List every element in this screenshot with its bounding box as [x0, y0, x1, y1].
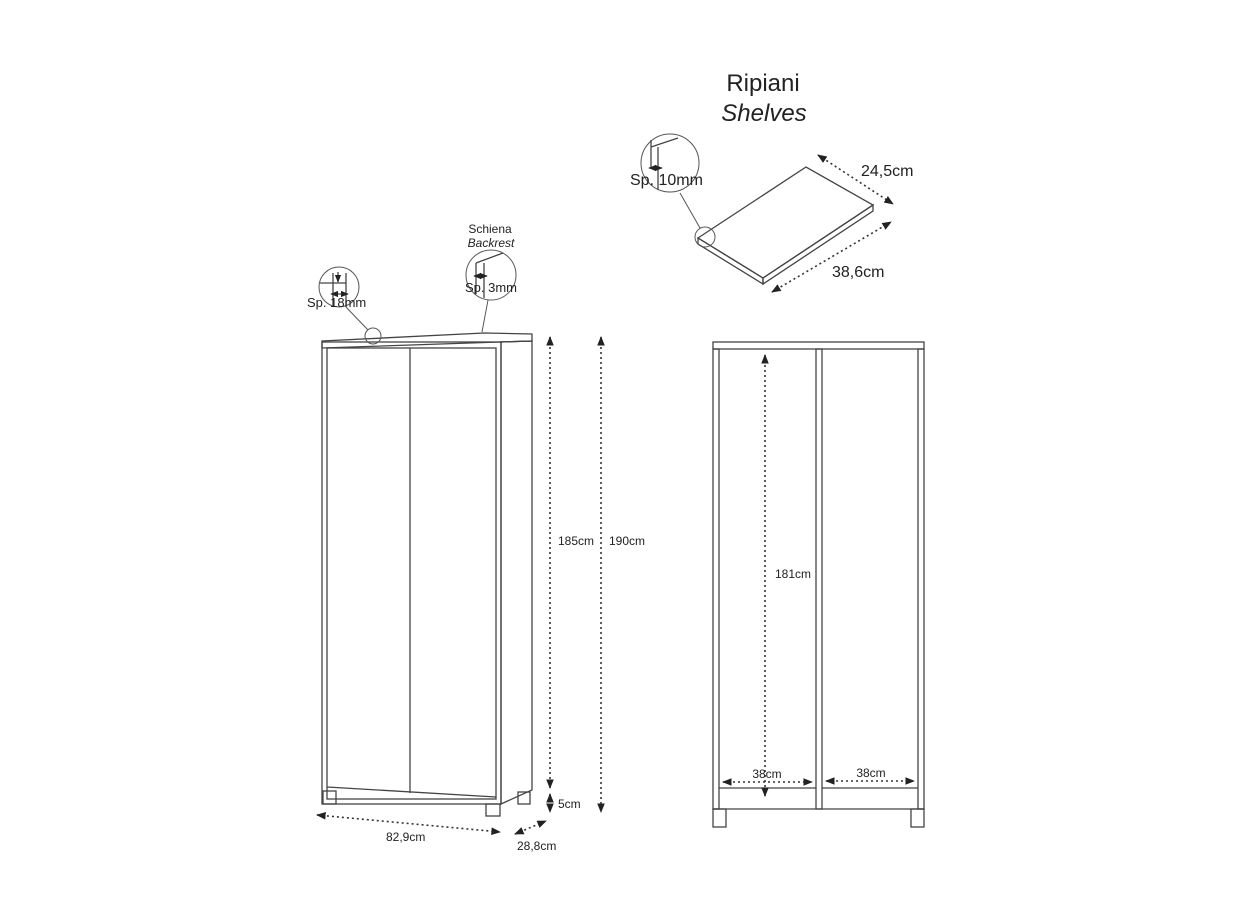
- total-height-label: 190cm: [609, 534, 645, 548]
- left-bay-width-label: 38cm: [752, 767, 781, 781]
- inner-height-label: 181cm: [775, 567, 811, 581]
- interior-center-divider: [815, 348, 823, 810]
- backrest-thickness-callout: [465, 249, 517, 301]
- shelf-width-label: 24,5cm: [861, 163, 913, 180]
- backrest-title-it: Schiena: [468, 222, 512, 236]
- backrest-detail-leader: [481, 299, 489, 333]
- cabinet-door-frame: [326, 347, 497, 800]
- shelves-title-en: Shelves: [721, 100, 806, 127]
- right-bay-width-label: 38cm: [856, 766, 885, 780]
- shelf-thickness-label: Sp. 10mm: [630, 172, 703, 189]
- interior-right-side: [917, 348, 925, 810]
- depth-label: 28,8cm: [517, 839, 556, 853]
- shelf-thickness-callout: [640, 133, 700, 193]
- cabinet-foot-left: [322, 790, 337, 805]
- panel-detail-marker: [364, 327, 382, 345]
- cabinet-front-view: Sp. 18mm Schiena Backrest Sp. 3mm 185cm …: [307, 222, 645, 853]
- shelf-drawing: 24,5cm 38,6cm Sp. 10mm: [630, 133, 913, 293]
- panel-thickness-callout: [318, 266, 360, 308]
- backrest-title-en: Backrest: [468, 236, 515, 250]
- cabinet-interior-view: 181cm 38cm 38cm: [712, 341, 925, 828]
- shelves-title-it: Ripiani: [726, 70, 799, 97]
- panel-detail-leader: [345, 306, 369, 331]
- interior-left-side: [712, 348, 720, 810]
- cabinet-side-panel: [500, 340, 533, 806]
- cabinet-foot-back-right: [517, 791, 531, 805]
- width-dimension: [316, 811, 501, 836]
- interior-foot-left: [712, 808, 727, 828]
- shelves-title: Ripiani Shelves: [721, 70, 806, 127]
- shelf-detail-leader: [679, 192, 701, 229]
- shelf-detail-marker: [694, 226, 716, 248]
- feet-height-label: 5cm: [558, 797, 581, 811]
- body-height-label: 185cm: [558, 534, 594, 548]
- shelf-length-dimension: [771, 221, 892, 293]
- cabinet-foot-front-right: [485, 803, 501, 817]
- width-label: 82,9cm: [386, 830, 425, 844]
- backrest-thickness-label: Sp. 3mm: [465, 280, 517, 295]
- interior-foot-right: [910, 808, 925, 828]
- cabinet-bottom-edge: [326, 786, 497, 798]
- shelf-length-label: 38,6cm: [832, 264, 884, 281]
- shelf-front-edge: [697, 236, 764, 286]
- cabinet-body-outline: [321, 341, 502, 805]
- interior-top-panel: [712, 341, 925, 350]
- depth-dimension: [514, 820, 547, 835]
- panel-thickness-label: Sp. 18mm: [307, 295, 366, 310]
